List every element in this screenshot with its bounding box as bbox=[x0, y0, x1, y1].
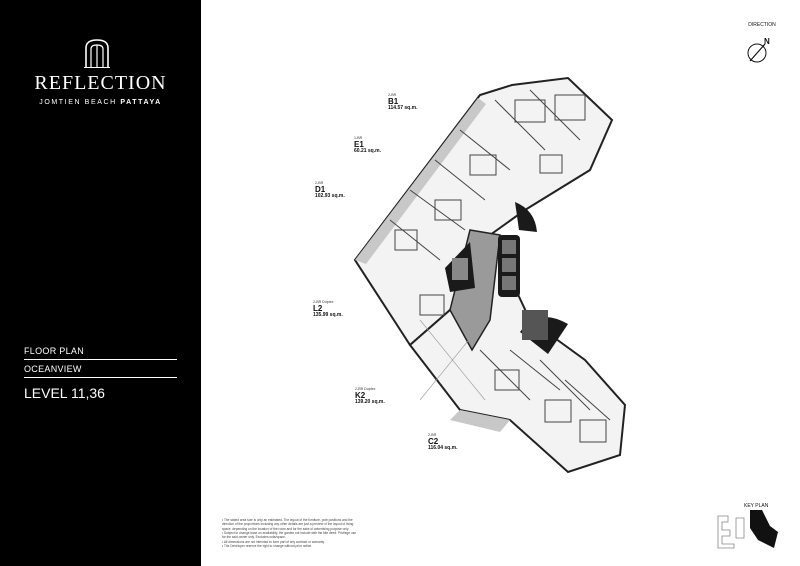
unit-label-e1: 1-BR E1 60.21 sq.m. bbox=[354, 136, 381, 155]
note-line: space, depending on the location of the … bbox=[222, 526, 350, 531]
unit-bedrooms: 2-BR bbox=[315, 181, 324, 185]
key-plan-label: KEY PLAN bbox=[744, 503, 769, 509]
unit-code: K2 bbox=[355, 390, 366, 400]
unit-label-k2: 2-BR Duplex K2 139.20 sq.m. bbox=[355, 387, 385, 406]
reflection-logo-icon bbox=[84, 39, 110, 68]
brand-tagline: JOMTIEN BEACH PATTAYA bbox=[0, 99, 201, 106]
unit-area: 114.57 sq.m. bbox=[388, 105, 418, 112]
unit-code: B1 bbox=[388, 96, 399, 106]
divider bbox=[24, 359, 177, 360]
divider bbox=[24, 377, 177, 378]
note-line: • All dimensions are not intended to for… bbox=[222, 539, 325, 544]
unit-area: 102.93 sq.m. bbox=[315, 193, 345, 200]
unit-area: 60.21 sq.m. bbox=[354, 148, 381, 155]
unit-code: D1 bbox=[315, 184, 326, 194]
unit-area: 116.04 sq.m. bbox=[428, 445, 458, 452]
unit-bedrooms: 2-BR Duplex bbox=[355, 387, 376, 391]
floor-plan-drawing bbox=[353, 76, 627, 474]
note-line: • Subject to change base on availability… bbox=[222, 530, 357, 535]
note-line: direction of the proportions including a… bbox=[222, 522, 354, 527]
unit-label-d1: 2-BR D1 102.93 sq.m. bbox=[315, 181, 345, 200]
disclaimer-notes: • The stated area size is only an estima… bbox=[222, 518, 404, 548]
unit-code: E1 bbox=[354, 139, 364, 149]
unit-bedrooms: 2-BR Duplex bbox=[313, 300, 334, 304]
unit-label-c2: 2-BR C2 116.04 sq.m. bbox=[428, 433, 458, 452]
unit-code: C2 bbox=[428, 436, 439, 446]
unit-label-b1: 2-BR B1 114.57 sq.m. bbox=[388, 93, 418, 112]
unit-bedrooms: 2-BR bbox=[388, 93, 397, 97]
sidebar: REFLECTION JOMTIEN BEACH PATTAYA FLOOR P… bbox=[0, 0, 201, 566]
floor-plan-label: FLOOR PLAN bbox=[24, 346, 85, 356]
unit-area: 139.20 sq.m. bbox=[355, 399, 385, 406]
key-plan-diagram bbox=[717, 510, 778, 549]
unit-label-l2: 2-BR Duplex L2 135.99 sq.m. bbox=[313, 300, 343, 319]
note-line: for the said owner only. Excludes sofa/s… bbox=[222, 535, 286, 540]
note-line: • The Developer reserve the right to cha… bbox=[222, 543, 313, 548]
unit-area: 135.99 sq.m. bbox=[313, 312, 343, 319]
north-compass-icon: N bbox=[747, 37, 770, 63]
brand-name: REFLECTION bbox=[34, 72, 167, 94]
tagline-city: PATTAYA bbox=[120, 99, 162, 106]
note-line: • The stated area size is only an estima… bbox=[222, 518, 353, 522]
unit-code: L2 bbox=[313, 303, 323, 313]
direction-label: DIRECTION bbox=[748, 22, 776, 28]
building-footprint bbox=[353, 76, 627, 474]
compass-north-letter: N bbox=[764, 37, 770, 46]
tagline-location: JOMTIEN BEACH bbox=[39, 99, 117, 106]
unit-bedrooms: 2-BR bbox=[428, 433, 437, 437]
level-label: LEVEL 11,36 bbox=[24, 385, 105, 401]
view-label: OCEANVIEW bbox=[24, 364, 82, 374]
unit-bedrooms: 1-BR bbox=[354, 136, 363, 140]
